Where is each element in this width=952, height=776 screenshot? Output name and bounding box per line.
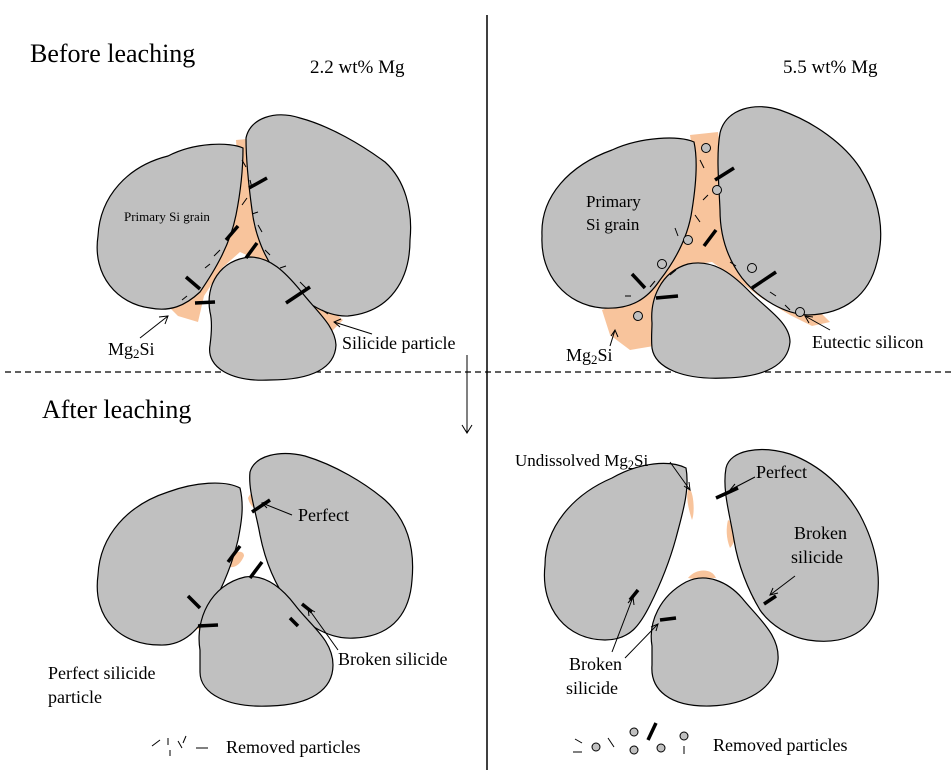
composition-low-before: 2.2 wt% Mg xyxy=(310,58,404,79)
silicide-particle xyxy=(250,562,262,578)
undissolved-prefix: Undissolved Mg xyxy=(515,451,628,470)
primary-si-grain-label: Primary Si grain xyxy=(124,210,210,224)
eutectic-silicon-label: Eutectic silicon xyxy=(812,333,923,353)
mg2si-label-high: Mg2Si xyxy=(566,346,613,366)
perfect-label-high: Perfect xyxy=(756,463,807,483)
removed-particle-symbol xyxy=(630,728,638,736)
before-leaching-title: Before leaching xyxy=(30,40,195,69)
removed-particle-symbol xyxy=(608,738,614,747)
silicide-particle-label: Silicide particle xyxy=(342,334,455,354)
removed-particle-symbol xyxy=(592,743,600,751)
removed-particle-symbol xyxy=(657,744,665,752)
removed-particle-symbol xyxy=(630,746,638,754)
mg2si-tail: Si xyxy=(634,451,648,470)
eutectic-silicon-particle xyxy=(748,264,757,273)
removed-particle-symbol xyxy=(183,736,186,743)
mg2si-arrow xyxy=(140,316,168,338)
perfect-silicide-particle-label-line1: Perfect silicide xyxy=(48,664,155,684)
eutectic-silicon-particle xyxy=(658,260,667,269)
silicide-particle xyxy=(195,302,215,303)
perfect-label-low: Perfect xyxy=(298,506,349,526)
undissolved-mg2si-label: Undissolved Mg2Si xyxy=(515,452,648,471)
silicide-particle xyxy=(660,618,676,620)
primary-si-grain-right xyxy=(718,107,881,315)
eutectic-silicon-particle xyxy=(634,312,643,321)
removed-particle-symbol xyxy=(575,739,582,743)
after-leaching-title: After leaching xyxy=(42,396,191,425)
eutectic-silicon-particle xyxy=(684,236,693,245)
broken-silicide-label-bottom-line1: Broken xyxy=(569,655,622,675)
silicide-particle xyxy=(198,625,218,626)
composition-high-before: 5.5 wt% Mg xyxy=(783,58,877,79)
primary-si-grain-label-line2: Si grain xyxy=(586,216,639,235)
eutectic-silicon-particle xyxy=(796,308,805,317)
mg2si-tail: Si xyxy=(598,345,613,365)
silicide-particle xyxy=(656,296,678,298)
removed-particles-symbols-high xyxy=(573,723,688,754)
removed-particle-symbol xyxy=(178,741,182,748)
broken-silicide-label-high-line2: silicide xyxy=(791,548,843,568)
primary-si-grain-label-line1: Primary xyxy=(586,193,641,212)
broken-silicide-label-high-line1: Broken xyxy=(794,524,847,544)
broken-silicide-label-bottom-line2: silicide xyxy=(566,679,618,699)
removed-particles-label-high: Removed particles xyxy=(713,736,847,756)
broken-silicide-label-low: Broken silicide xyxy=(338,650,447,670)
eutectic-silicon-particle xyxy=(713,186,722,195)
mg2si-label: Mg2Si xyxy=(108,340,155,360)
removed-particle-symbol xyxy=(680,732,688,740)
removed-particles-symbols-low xyxy=(152,736,208,756)
mg2si-base: Mg xyxy=(566,345,591,365)
removed-particle-symbol xyxy=(648,723,656,740)
perfect-silicide-particle-label-line2: particle xyxy=(48,688,102,708)
eutectic-silicon-particle xyxy=(702,144,711,153)
removed-particles-label-low: Removed particles xyxy=(226,738,360,758)
mg2si-residue xyxy=(687,489,693,520)
mg2si-base: Mg xyxy=(108,339,133,359)
removed-particle-symbol xyxy=(152,740,160,746)
mg2si-tail: Si xyxy=(140,339,155,359)
